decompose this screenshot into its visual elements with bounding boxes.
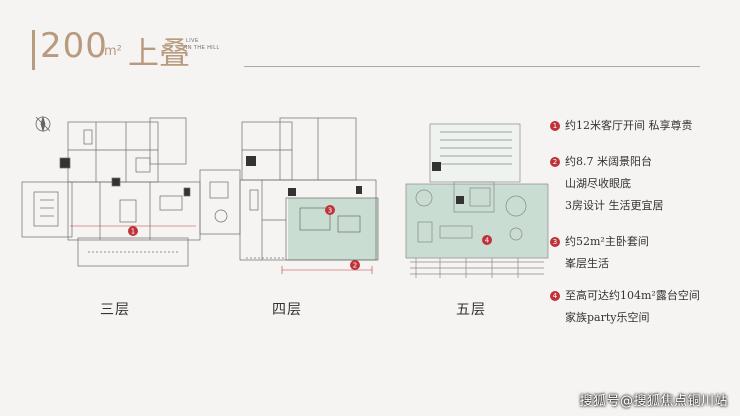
marker-1: 1 (128, 226, 138, 236)
floor-plan-4 (199, 117, 379, 274)
brand-tagline: LIVE IN THE HILL (186, 38, 220, 52)
feature-3-line-1: 约52m²主卧套间 (565, 235, 649, 248)
floor-label-5: 五层 (456, 302, 486, 318)
feature-item-1: 1 约12米客厅开间 私享尊贵 (550, 115, 693, 137)
feature-number-4: 4 (550, 291, 560, 301)
feature-number-3: 3 (550, 237, 560, 247)
floor-plan-5 (405, 123, 549, 278)
marker-4: 4 (482, 235, 492, 245)
floor-label-3: 三层 (100, 302, 130, 318)
feature-4-line-1: 至高可达约104m²露台空间 (565, 289, 700, 302)
area-unit: m² (104, 44, 122, 59)
feature-item-3: 3 约52m²主卧套间 峯层生活 (550, 231, 649, 275)
floor-plan-3 (21, 117, 201, 267)
marker-3-label: 3 (328, 207, 332, 215)
feature-2-line-2: 山湖尽收眼底 (565, 177, 631, 190)
brand-line-1: LIVE (186, 38, 199, 44)
feature-number-2: 2 (550, 157, 560, 167)
feature-item-2: 2 约8.7 米阔景阳台 山湖尽收眼底 3房设计 生活更宜居 (550, 151, 664, 217)
header-divider (244, 66, 700, 67)
watermark: 搜狐号@搜狐焦点铜川站 (579, 394, 728, 409)
marker-1-label: 1 (131, 228, 135, 236)
page-title: 上叠 (128, 36, 190, 72)
marker-2-label: 2 (353, 262, 357, 270)
compass-icon (35, 115, 51, 133)
feature-item-4: 4 至高可达约104m²露台空间 家族party乐空间 (550, 285, 700, 329)
marker-4-label: 4 (485, 237, 490, 245)
marker-3: 3 (325, 205, 335, 215)
marker-2: 2 (350, 260, 360, 270)
brand-line-2: IN THE HILL (186, 45, 220, 51)
feature-2-line-3: 3房设计 生活更宜居 (565, 199, 664, 212)
feature-number-1: 1 (550, 121, 560, 131)
feature-3-line-2: 峯层生活 (565, 257, 609, 270)
feature-2-line-1: 约8.7 米阔景阳台 (565, 155, 652, 168)
accent-bar (32, 30, 35, 70)
area-number: 200 (40, 26, 108, 66)
floor-label-4: 四层 (272, 302, 302, 318)
feature-1-line-1: 约12米客厅开间 私享尊贵 (565, 119, 693, 132)
feature-4-line-2: 家族party乐空间 (565, 311, 650, 324)
